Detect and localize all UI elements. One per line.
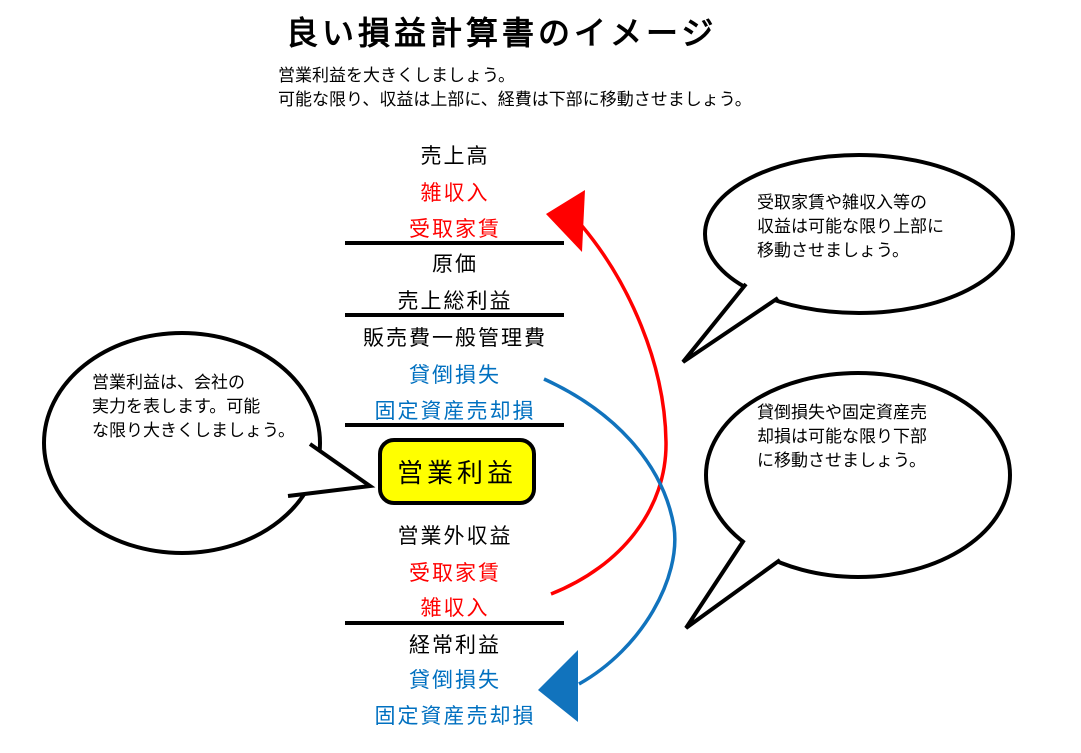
item-cost: 原価 — [432, 253, 478, 276]
left-bubble-tail — [287, 442, 376, 498]
bottom-right-bubble-tail — [684, 538, 782, 630]
divider-1 — [345, 241, 564, 245]
callout-bottom-right-line-2: 却損は可能な限り下部 — [757, 427, 927, 446]
divider-4 — [345, 621, 564, 625]
item-bad-debt-loss-upper: 貸倒損失 — [409, 364, 501, 387]
callout-top-right-line-1: 受取家賃や雑収入等の — [757, 193, 927, 212]
top-right-bubble-tail — [681, 282, 780, 364]
operating-profit-box: 営業利益 — [378, 438, 536, 505]
item-misc-income: 雑収入 — [420, 182, 490, 205]
item-rent-income: 受取家賃 — [409, 218, 501, 241]
item-non-operating-income: 営業外収益 — [397, 525, 513, 548]
callout-left-line-2: 実力を表します。可能 — [92, 397, 261, 416]
callout-left-line-3: な限り大きくしましょう。 — [92, 421, 295, 440]
callout-left-text: 営業利益は、会社の 実力を表します。可能 な限り大きくしましょう。 — [92, 371, 295, 443]
callout-bottom-right-line-1: 貸倒損失や固定資産売 — [757, 403, 927, 422]
item-sga-expenses: 販売費一般管理費 — [363, 327, 547, 350]
subtitle: 営業利益を大きくしましょう。 可能な限り、収益は上部に、経費は下部に移動させまし… — [278, 64, 752, 112]
divider-3 — [345, 423, 564, 427]
page-title: 良い損益計算書のイメージ — [286, 15, 718, 51]
callout-top-right-text: 受取家賃や雑収入等の 収益は可能な限り上部に 移動させましょう。 — [757, 191, 944, 263]
subtitle-line-1: 営業利益を大きくしましょう。 — [278, 66, 515, 85]
divider-2 — [345, 313, 564, 317]
callout-top-right-line-3: 移動させましょう。 — [757, 241, 909, 260]
callout-left-line-1: 営業利益は、会社の — [92, 373, 245, 392]
red-move-up-arrow — [550, 224, 668, 596]
callout-top-right-line-2: 収益は可能な限り上部に — [757, 217, 944, 236]
callout-bottom-right-text: 貸倒損失や固定資産売 却損は可能な限り下部 に移動させましょう。 — [757, 401, 927, 473]
item-ordinary-profit: 経常利益 — [409, 634, 501, 657]
item-sales: 売上高 — [420, 145, 490, 168]
item-fixed-asset-sale-loss-upper: 固定資産売却損 — [374, 400, 536, 423]
item-fixed-asset-sale-loss-lower: 固定資産売却損 — [374, 705, 536, 728]
item-rent-income-lower: 受取家賃 — [409, 562, 501, 585]
item-bad-debt-loss-lower: 貸倒損失 — [409, 669, 501, 692]
subtitle-line-2: 可能な限り、収益は上部に、経費は下部に移動させましょう。 — [278, 90, 752, 109]
left-bubble-ellipse — [42, 331, 322, 555]
callout-left-bubble — [42, 331, 376, 555]
item-misc-income-lower: 雑収入 — [420, 597, 490, 620]
callout-bottom-right-line-3: に移動させましょう。 — [757, 451, 926, 470]
item-gross-profit: 売上総利益 — [397, 290, 513, 313]
